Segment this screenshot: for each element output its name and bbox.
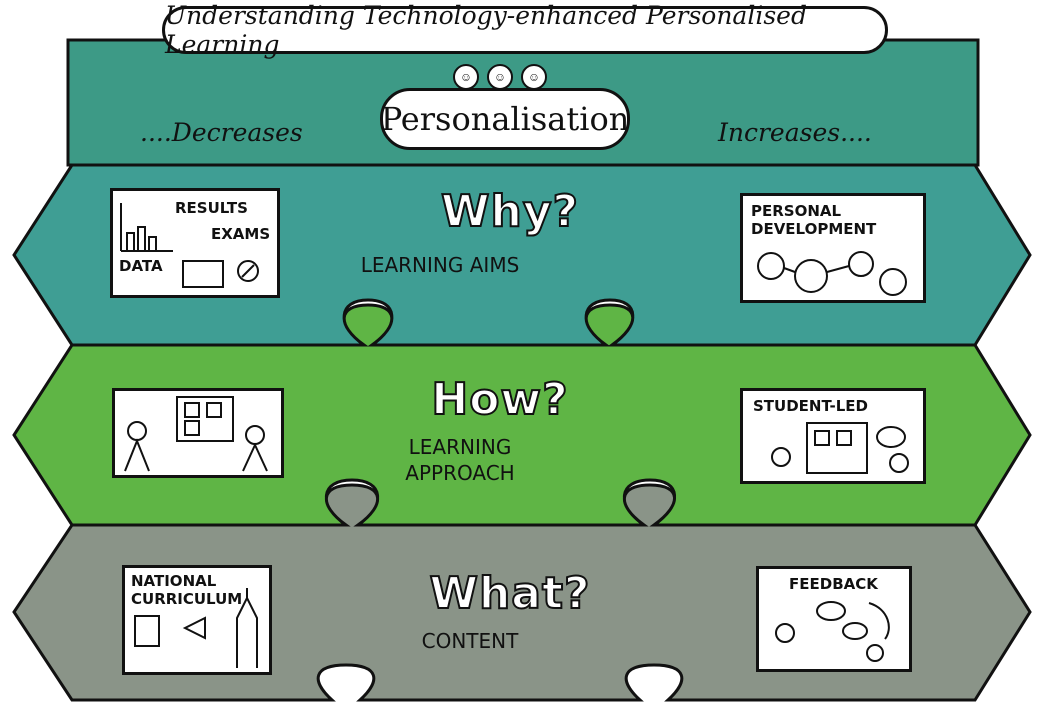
person-icon: ☺ — [453, 64, 479, 90]
why-subtitle: Learning Aims — [360, 253, 520, 277]
feedback-card: Feedback — [756, 566, 912, 672]
results-exams-card: Results Exams Data — [110, 188, 280, 298]
exams-label: Exams — [211, 225, 271, 243]
how-question: How? — [430, 373, 569, 426]
data-label: Data — [119, 257, 163, 275]
people-network-icon — [757, 251, 907, 296]
feedback-cycle-icon — [775, 601, 890, 662]
people-icons: ☺ ☺ ☺ — [453, 64, 547, 90]
student-board-icon — [771, 422, 909, 474]
student-led-label: Student-Led — [753, 397, 868, 415]
person-icon: ☺ — [521, 64, 547, 90]
book-church-icon — [134, 588, 258, 668]
classroom-card — [112, 388, 284, 478]
increases-label: Increases.... — [718, 118, 872, 147]
bar-chart-icon — [120, 203, 259, 288]
how-subtitle: Learning Approach — [405, 435, 515, 485]
what-subtitle: Content — [421, 629, 519, 653]
personalisation-label: Personalisation — [380, 88, 630, 150]
personal-development-card: Personal Development — [740, 193, 926, 303]
results-label: Results — [175, 199, 248, 217]
personal-development-label: Personal Development — [751, 202, 877, 238]
person-icon: ☺ — [487, 64, 513, 90]
national-curriculum-card: National Curriculum — [122, 565, 272, 675]
classroom-icon — [124, 396, 268, 472]
what-question: What? — [428, 567, 591, 620]
why-question: Why? — [440, 185, 580, 238]
decreases-label: ....Decreases — [140, 118, 303, 147]
student-led-card: Student-Led — [740, 388, 926, 484]
page-title: Understanding Technology-enhanced Person… — [162, 1, 888, 59]
feedback-label: Feedback — [789, 575, 878, 593]
national-curriculum-label: National Curriculum — [131, 572, 243, 608]
